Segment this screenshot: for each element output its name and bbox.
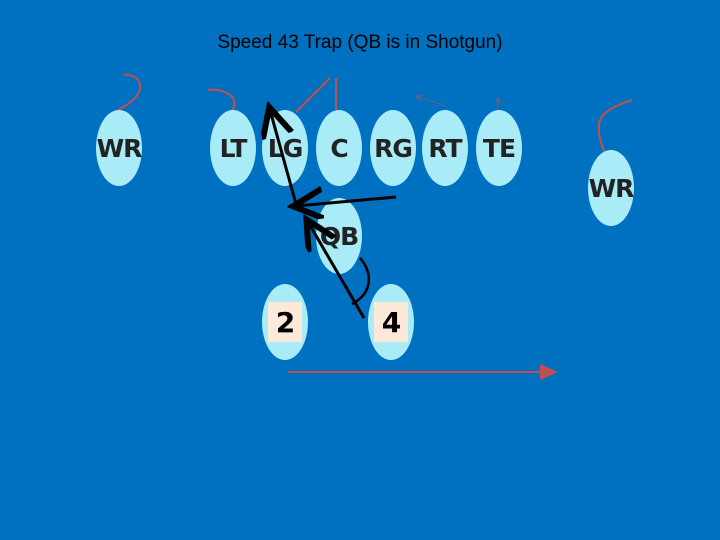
wr-left-block-line [117,73,141,111]
player-wr-right: WR [588,150,634,226]
qb-handoff-mark [351,257,370,306]
lg-trap-arrow [270,110,298,205]
player-back-4: 4 [368,284,414,360]
player-rg: RG [370,110,416,186]
rg-release-line [416,96,447,107]
rg-pull-arrow [296,197,397,206]
back-4-number: 4 [374,302,408,342]
player-c: C [316,110,362,186]
lg-block-line [295,77,331,113]
slide-title: Speed 43 Trap (QB is in Shotgun) [217,32,503,53]
player-te: TE [476,110,522,186]
player-wr-left: WR [96,110,142,186]
back-2-number: 2 [268,302,302,342]
player-lt: LT [210,110,256,186]
wr-right-block-line [597,99,633,157]
player-back-2: 2 [262,284,308,360]
player-rt: RT [422,110,468,186]
back-4-run-arrow [308,222,366,319]
